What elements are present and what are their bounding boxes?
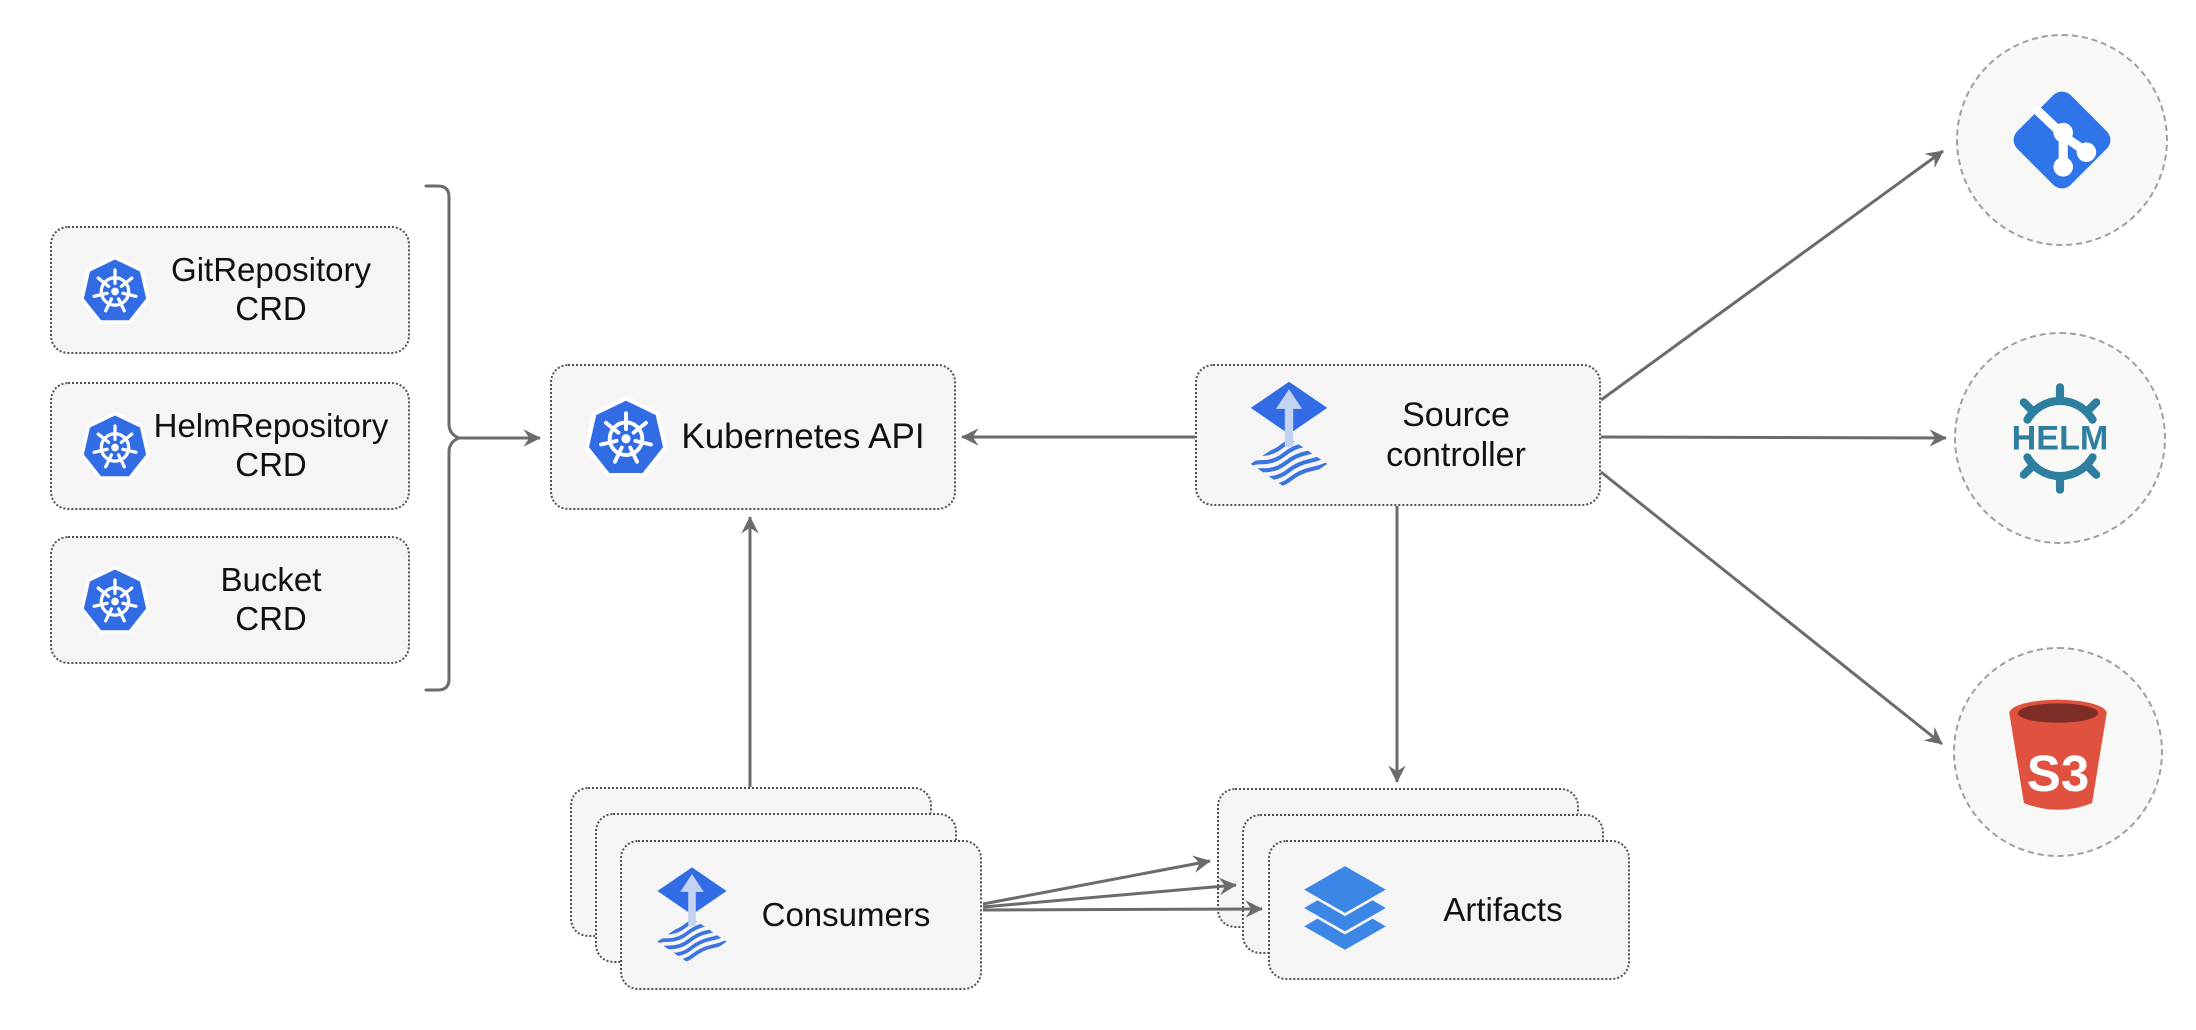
edge-source-controller-to-git [1600,149,1944,402]
node-bucket-crd: Bucket CRD [50,536,410,664]
crd-subtitle: CRD [235,290,307,327]
source-controller-title: Source [1402,395,1510,434]
edge-source-controller-to-helm [1600,429,1947,447]
crd-subtitle: CRD [235,600,307,637]
node-label: GitRepository CRD [152,251,408,329]
helm-label: HELM [2012,419,2109,457]
crd-title: HelmRepository [153,407,389,445]
crd-title: Bucket [220,561,322,599]
external-s3-circle: S3 [1953,647,2163,857]
kubernetes-icon [78,563,152,637]
node-helmrepository-crd: HelmRepository CRD [50,382,410,510]
external-git-circle [1956,34,2168,246]
helm-icon: HELM [2012,382,2109,494]
node-label: Artifacts [1396,891,1628,930]
node-source-controller: Source controller [1195,364,1601,506]
git-icon [2013,91,2111,189]
external-helm-circle: HELM [1954,332,2166,544]
edge-consumers-to-artifacts-1 [982,855,1211,906]
kubernetes-icon [78,253,152,327]
node-gitrepository-crd: GitRepository CRD [50,226,410,354]
node-label: HelmRepository CRD [152,407,408,485]
layers-icon [1294,862,1396,958]
crd-subtitle: CRD [235,446,307,483]
node-label: Bucket CRD [152,561,408,639]
node-kubernetes-api: Kubernetes API [550,364,956,510]
s3-label: S3 [2027,745,2090,802]
artifacts-label: Artifacts [1443,890,1563,928]
edge-source-controller-to-s3 [1600,470,1943,746]
kubernetes-icon [582,393,670,481]
flux-icon [654,865,730,966]
crd-group-bracket [424,184,464,692]
node-artifacts: Artifacts [1268,840,1630,980]
source-controller-subtitle: controller [1386,436,1526,474]
node-consumers: Consumers [620,840,982,990]
kubernetes-api-label: Kubernetes API [681,417,925,457]
node-label: Consumers [730,896,980,935]
s3-bucket-icon: S3 [2009,699,2107,810]
edge-consumers-to-artifacts-2 [982,877,1237,909]
flux-icon [1247,379,1331,491]
node-label: Source controller [1331,395,1599,475]
consumers-label: Consumers [761,895,931,933]
kubernetes-icon [78,409,152,483]
crd-title: GitRepository [171,251,371,289]
node-label: Kubernetes API [670,416,954,457]
